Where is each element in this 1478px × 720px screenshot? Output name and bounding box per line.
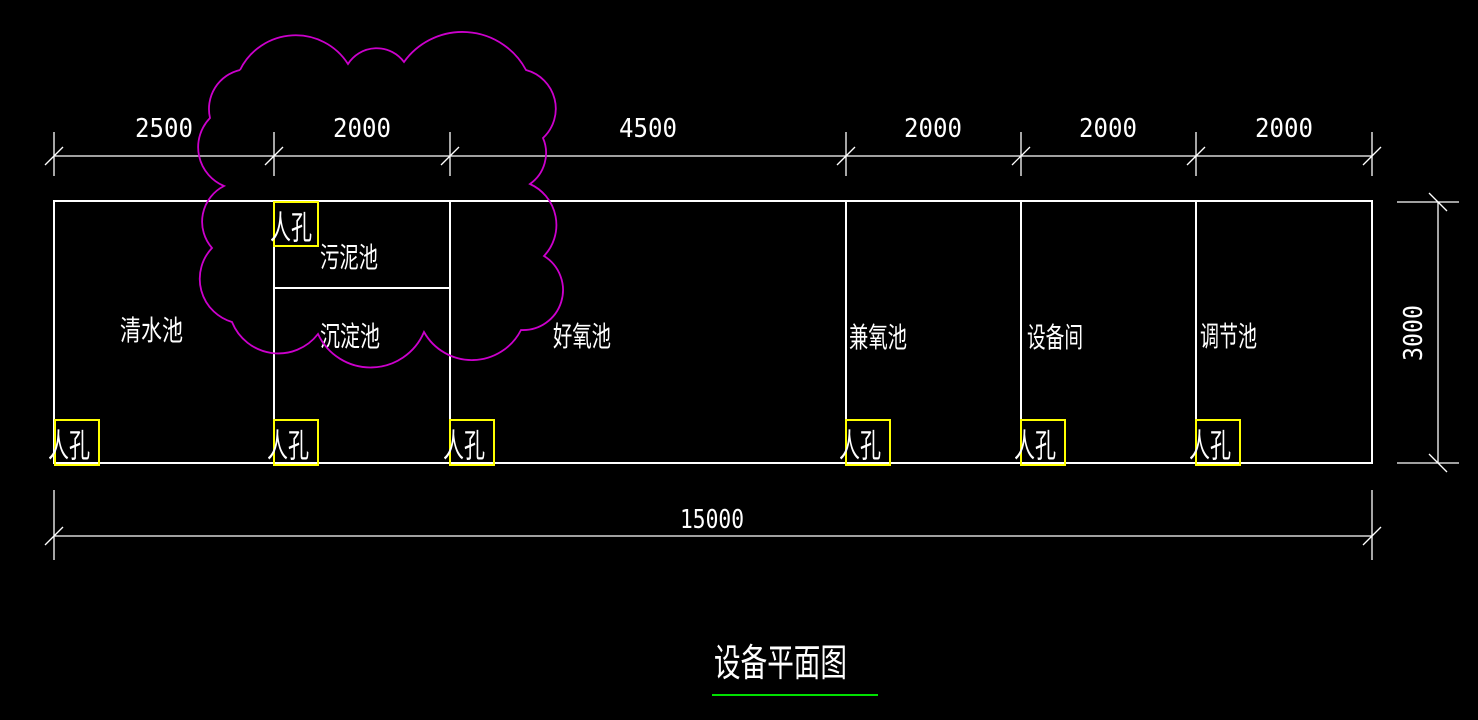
manhole-label[interactable]: 人孔 <box>267 426 309 465</box>
dimension-tick <box>44 526 64 546</box>
dim-value-top-2[interactable]: 2000 <box>333 114 391 144</box>
manhole-label[interactable]: 人孔 <box>1014 426 1056 465</box>
dim-value-top-1[interactable]: 2500 <box>135 114 193 144</box>
dim-value-top-4[interactable]: 2000 <box>904 114 962 144</box>
dimension-tick <box>836 146 856 166</box>
room-label-equipment-room[interactable]: 设备间 <box>1027 321 1083 354</box>
manhole-labels[interactable]: 人孔 人孔 人孔 人孔 人孔 人孔 人孔 <box>48 208 1231 465</box>
dimension-tick <box>1011 146 1031 166</box>
room-label-regulating-tank[interactable]: 调节池 <box>1200 320 1257 353</box>
top-dimension[interactable] <box>44 132 1382 176</box>
manhole-boxes[interactable] <box>54 201 1241 466</box>
manhole-label[interactable]: 人孔 <box>443 426 485 465</box>
manhole-box[interactable] <box>1020 419 1066 466</box>
room-label-sludge-tank[interactable]: 污泥池 <box>320 241 378 274</box>
dimension-tick <box>44 146 64 166</box>
room-labels[interactable]: 清水池 污泥池 沉淀池 好氧池 兼氧池 设备间 调节池 <box>120 241 1257 354</box>
manhole-box[interactable] <box>273 419 319 466</box>
dim-value-top-3[interactable]: 4500 <box>619 114 677 144</box>
dimension-tick <box>264 146 284 166</box>
drawing-title-block: 设备平面图 <box>712 641 878 696</box>
manhole-label[interactable]: 人孔 <box>270 208 312 247</box>
manhole-label[interactable]: 人孔 <box>839 426 881 465</box>
manhole-box[interactable] <box>273 201 319 247</box>
dim-value-top-6[interactable]: 2000 <box>1255 114 1313 144</box>
dimension-tick <box>1428 192 1448 212</box>
bottom-dimension[interactable] <box>44 490 1382 560</box>
dim-value-height[interactable]: 3000 <box>1399 305 1429 361</box>
dimension-tick <box>1362 526 1382 546</box>
manhole-box[interactable] <box>449 419 495 466</box>
plan-walls[interactable] <box>53 200 1373 464</box>
manhole-label[interactable]: 人孔 <box>1189 426 1231 465</box>
manhole-box[interactable] <box>54 419 100 466</box>
manhole-box[interactable] <box>845 419 891 466</box>
manhole-box[interactable] <box>1195 419 1241 466</box>
right-dimension[interactable] <box>1397 192 1459 473</box>
room-label-clear-water-tank[interactable]: 清水池 <box>120 314 183 347</box>
room-label-facultative-tank[interactable]: 兼氧池 <box>849 321 907 354</box>
dimension-tick <box>1362 146 1382 166</box>
dimension-texts[interactable]: 2500 2000 4500 2000 2000 2000 15000 3000 <box>135 114 1429 535</box>
drawing-title: 设备平面图 <box>714 641 847 685</box>
room-label-sedimentation-tank[interactable]: 沉淀池 <box>320 320 380 353</box>
dimension-tick <box>1186 146 1206 166</box>
dimension-tick <box>1428 453 1448 473</box>
dimension-tick <box>440 146 460 166</box>
dim-value-top-5[interactable]: 2000 <box>1079 114 1137 144</box>
revision-cloud[interactable] <box>197 31 564 369</box>
manhole-label[interactable]: 人孔 <box>48 426 90 465</box>
room-label-aerobic-tank[interactable]: 好氧池 <box>553 320 611 353</box>
dim-value-total-length[interactable]: 15000 <box>680 505 744 535</box>
tank-outer-wall[interactable] <box>53 200 1373 464</box>
